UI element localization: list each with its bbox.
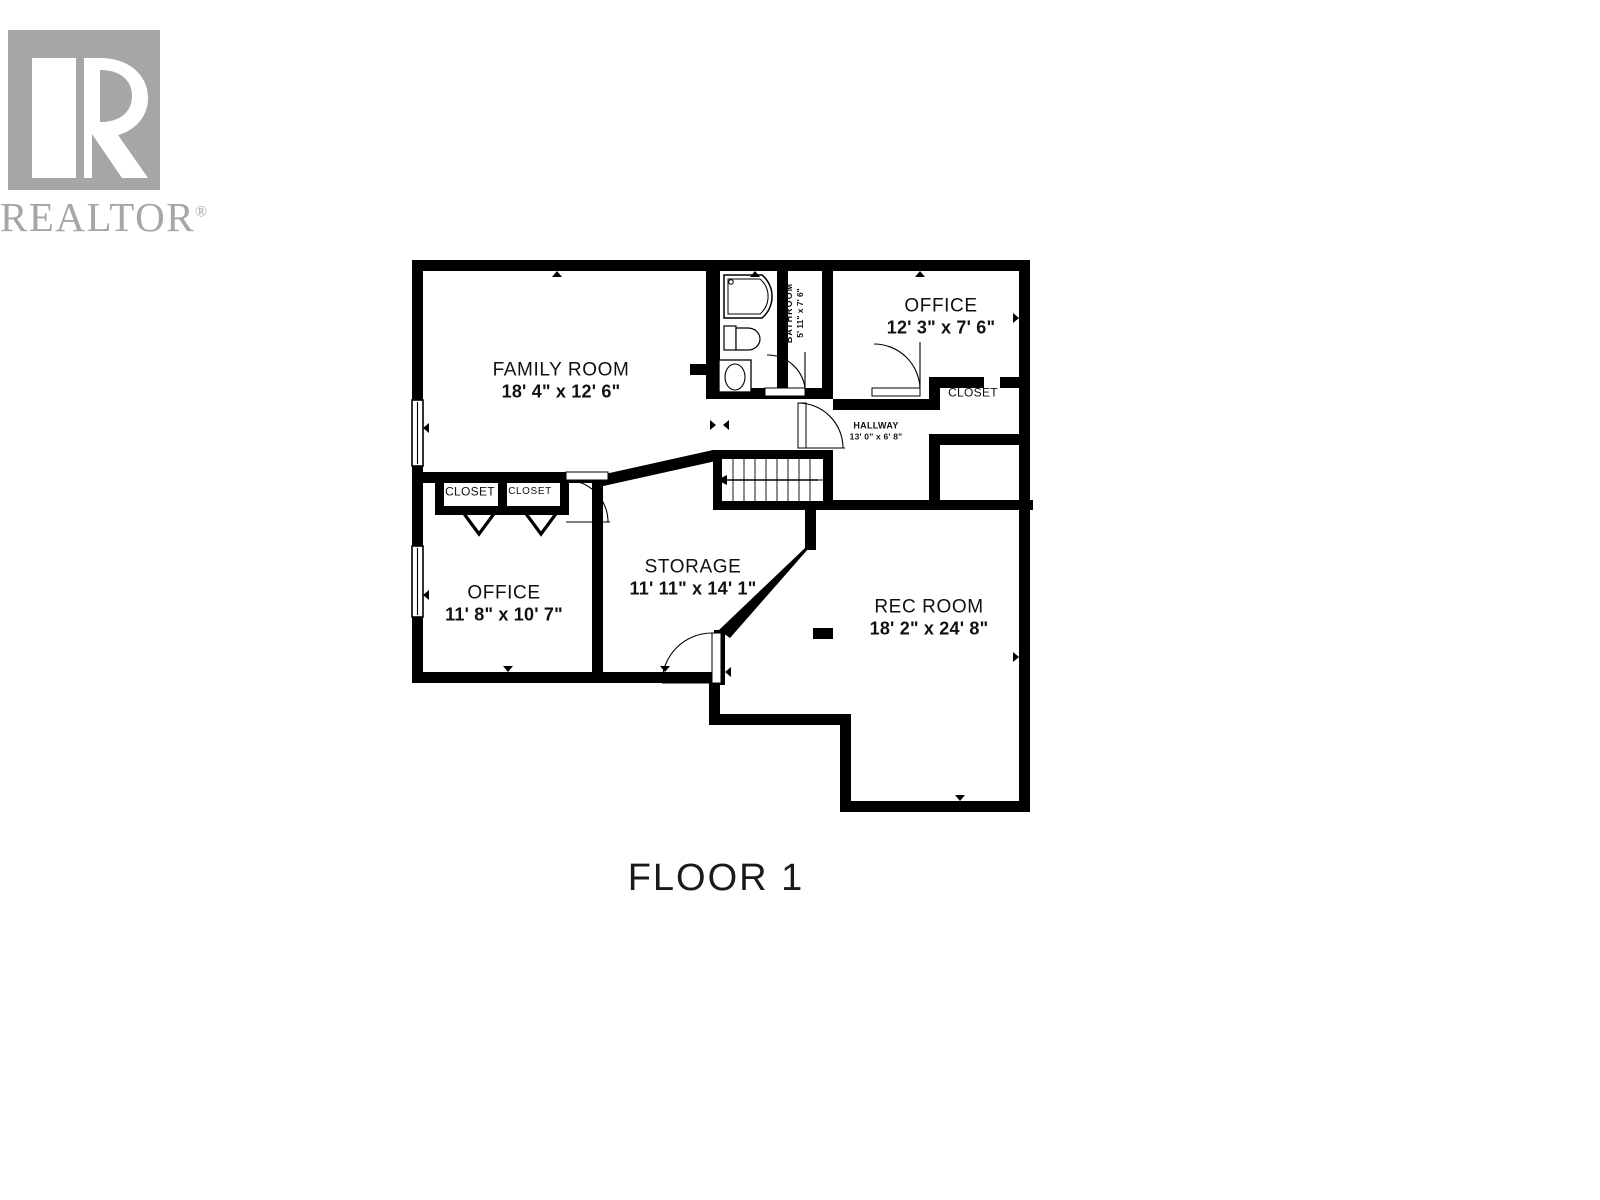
floor-title: FLOOR 1 [627,857,805,899]
room-name: BATHROOM [784,282,795,344]
stairs [717,459,823,501]
door-hallway[interactable] [797,402,845,449]
stair-direction-arrow [717,475,818,485]
realtor-r-mark [8,30,160,190]
door-closet-area[interactable] [565,471,610,523]
closet-arrow-markers [460,510,560,537]
realtor-logo: REALTOR® [0,30,207,250]
registered-mark-icon: ® [195,203,209,221]
room-dimensions: 5' 11" x 7' 6" [795,288,806,338]
room-label-bathroom: BATHROOM 5' 11" x 7' 6" [784,283,806,343]
door-office-upper[interactable] [871,342,921,397]
sink-vanity-icon [718,359,752,393]
door-bathroom[interactable] [764,352,806,397]
support-column [813,628,833,639]
floor-footprint-fill [412,260,1030,812]
window-upper [411,399,424,467]
exterior-walls [412,260,1030,812]
door-storage[interactable] [661,632,722,684]
realtor-wordmark-text: REALTOR [0,194,196,240]
realtor-wordmark: REALTOR® [0,193,207,240]
toilet-icon [723,325,761,351]
wall-tick-arrows [423,271,1019,801]
window-lower [411,545,424,618]
interior-walls [412,260,1033,685]
shower-icon [723,274,773,319]
bathroom-fixtures [718,274,773,393]
